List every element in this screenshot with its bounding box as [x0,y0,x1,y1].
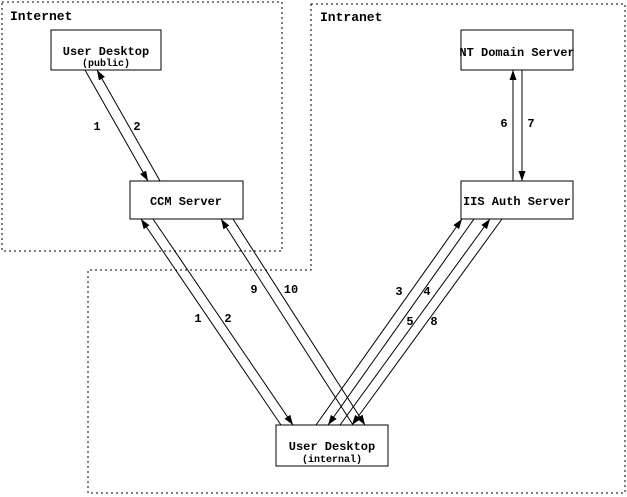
ccm-server-box [129,180,244,220]
user-desktop-public-subtitle: (public) [82,58,130,70]
nt-domain-server-box [460,29,574,71]
flow-label-6: 6 [500,117,507,131]
iis-auth-server-title: IIS Auth Server [463,195,571,209]
node-ccm-server: CCM Server [129,180,244,220]
flow-label-8: 8 [430,315,437,329]
user-desktop-public-title: User Desktop [63,45,149,59]
flow-1-internal-to-ccm [140,218,282,426]
flow-2-ccm-to-public [96,69,161,182]
flow-10-ccm-to-internal [232,218,366,426]
flow-5-internal-to-iis [339,218,491,426]
flow-label-2-internal: 2 [224,312,231,326]
node-nt-domain-server: NT Domain Server [459,29,575,71]
user-desktop-internal-box [275,424,389,467]
user-desktop-public-box [50,29,162,71]
user-desktop-internal-subtitle: (internal) [302,454,362,466]
flow-1-public-to-ccm [84,69,149,182]
flow-label-1-internal: 1 [194,312,201,326]
flow-label-4: 4 [423,285,430,299]
node-iis-auth-server: IIS Auth Server [460,180,574,220]
internet-zone-label: Internet [10,9,72,24]
flow-3-internal-to-iis [315,218,463,426]
flow-8-iis-to-internal [351,218,503,426]
intranet-zone-border [87,3,626,494]
node-user-desktop-public: User Desktop (public) [50,29,162,71]
flow-label-5: 5 [406,315,413,329]
node-user-desktop-internal: User Desktop (internal) [275,424,389,467]
flow-9-internal-to-ccm [220,218,354,426]
flow-label-7: 7 [527,117,534,131]
intranet-zone-label: Intranet [320,10,382,25]
flow-4-iis-to-internal [327,218,475,426]
flow-label-2-public: 2 [133,120,140,134]
nt-domain-server-title: NT Domain Server [459,46,574,60]
flow-label-1-public: 1 [93,120,100,134]
internet-zone-border [1,1,283,252]
flow-2-ccm-to-internal [152,218,294,426]
flow-label-10: 10 [284,283,298,297]
ccm-server-title: CCM Server [150,195,222,209]
flow-label-3: 3 [395,285,402,299]
user-desktop-internal-title: User Desktop [289,440,375,454]
iis-auth-server-box [460,180,574,220]
flow-label-9: 9 [250,283,257,297]
